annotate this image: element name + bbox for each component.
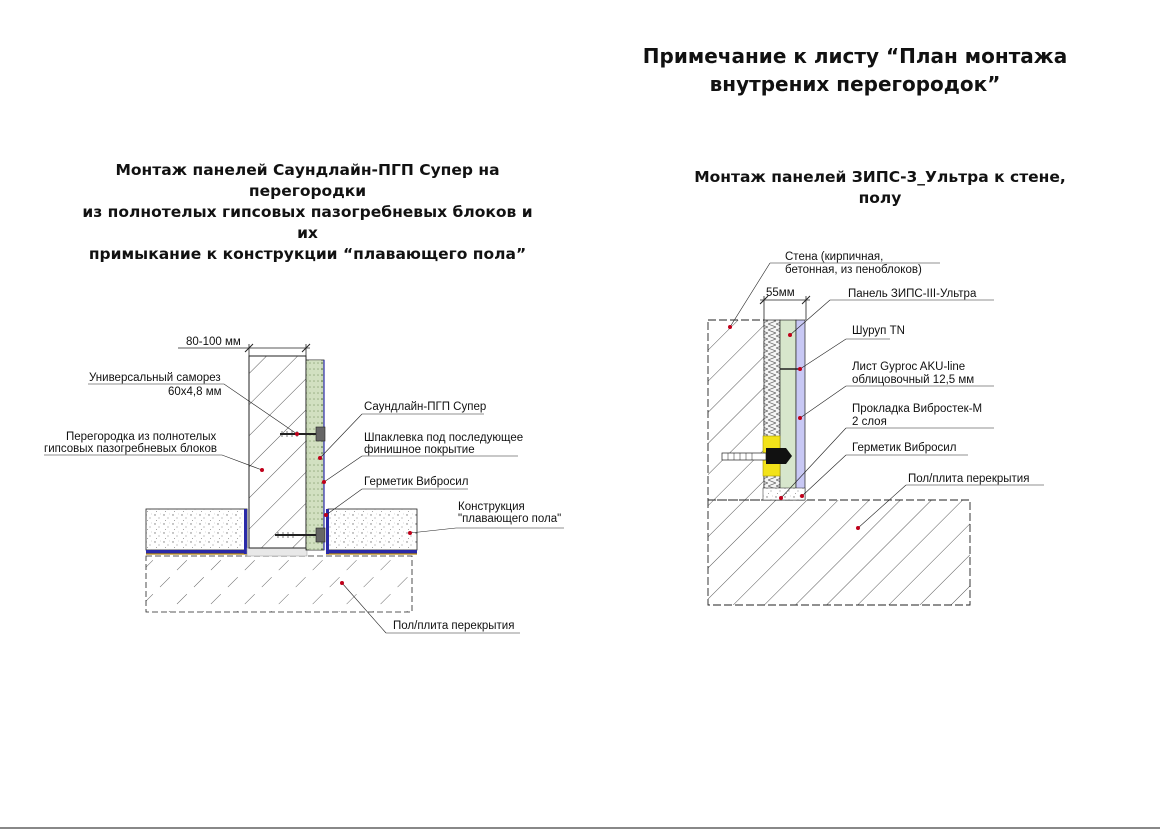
right-dimension-label: 55мм <box>766 287 795 299</box>
left-slab <box>145 555 413 613</box>
left-panel-label: Саундлайн-ПГП Супер <box>364 401 486 413</box>
left-detail-heading: Монтаж панелей Саундлайн-ПГП Супер на пе… <box>70 160 545 265</box>
right-sheet-label-2: облицовочный 12,5 мм <box>852 374 974 386</box>
left-floating-label-2: "плавающего пола" <box>458 513 561 525</box>
page-title-line-2: внутрених перегородок” <box>709 72 1001 96</box>
right-gyproc-sheet <box>795 319 806 501</box>
left-heading-line-1: Монтаж панелей Саундлайн-ПГП Супер на пе… <box>115 161 500 200</box>
left-putty-label-1: Шпаклевка под последующее <box>364 432 523 444</box>
left-heading-line-2: из полнотелых гипсовых пазогребневых бло… <box>82 203 533 242</box>
left-heading-line-3: примыкание к конструкции “плавающего пол… <box>88 245 527 263</box>
right-wall-label-1: Стена (кирпичная, <box>785 251 883 263</box>
left-floating-floor-left <box>145 508 248 551</box>
right-detail-heading: Монтаж панелей ЗИПС-3_Ультра к стене, по… <box>694 168 1066 207</box>
left-dimension-label: 80-100 мм <box>186 336 241 348</box>
right-slab <box>707 499 971 606</box>
right-wall <box>707 319 765 501</box>
left-screw-bottom <box>275 527 326 543</box>
right-panel-label: Панель ЗИПС-III-Ультра <box>848 288 977 300</box>
right-wall-label-2: бетонная, из пеноблоков) <box>785 264 922 276</box>
left-floating-label-1: Конструкция <box>458 501 525 513</box>
right-sealant-label: Герметик Вибросил <box>852 442 956 454</box>
right-gasket-label-2: 2 слоя <box>852 416 887 428</box>
left-partition-wall <box>248 355 307 549</box>
left-partition-label-1: Перегородка из полнотелых <box>66 431 217 443</box>
left-detail-drawing: 80-100 мм Универсальный саморез 60х4,8 м… <box>44 336 564 634</box>
right-screw-label: Шуруп TN <box>852 325 905 337</box>
left-screw-label-2: 60х4,8 мм <box>168 386 222 398</box>
right-anchor <box>721 448 792 464</box>
right-inner-board <box>779 319 797 501</box>
left-screw-label-1: Универсальный саморез <box>89 372 221 384</box>
right-sheet-label-1: Лист Gyproc AKU-line <box>852 361 965 373</box>
page-title-line-1: Примечание к листу “План монтажа <box>642 44 1068 68</box>
left-partition-label-2: гипсовых пазогребневых блоков <box>44 443 217 455</box>
left-sealant-label: Герметик Вибросил <box>364 476 468 488</box>
right-slab-label: Пол/плита перекрытия <box>908 473 1029 485</box>
left-membrane-right <box>326 550 417 554</box>
left-floating-floor-right <box>327 508 418 551</box>
left-membrane-left <box>146 550 247 554</box>
right-detail-drawing: 55мм Стена (кирпичная, бетонная, из пено… <box>707 251 1044 606</box>
page-title: Примечание к листу “План монтажа внутрен… <box>630 42 1080 98</box>
right-gasket-label-1: Прокладка Вибростек-М <box>852 403 982 415</box>
left-slab-label: Пол/плита перекрытия <box>393 620 514 632</box>
left-putty-label-2: финишное покрытие <box>364 444 475 456</box>
bottom-rule <box>0 827 1160 829</box>
